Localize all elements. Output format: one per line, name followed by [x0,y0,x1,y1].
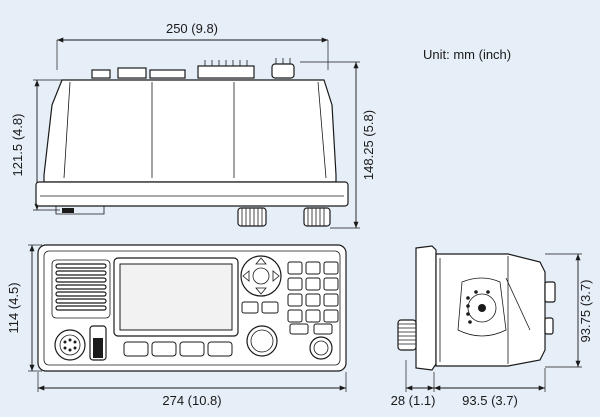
top-total-height-label: 148.25 (5.8) [361,110,376,180]
side-height-label: 93.75 (3.7) [578,280,593,343]
top-knob-right [303,207,331,227]
side-rear-connector-2 [544,317,554,335]
soft-key-4[interactable] [207,341,233,357]
side-view: 93.75 (3.7) 28 (1.1) 93.5 (3.7) [391,245,593,408]
top-bezel [35,181,349,207]
mount-bracket [457,277,507,337]
channel-knob[interactable] [309,336,333,360]
side-body-depth-label: 93.5 (3.7) [462,393,518,408]
small-key-1[interactable] [241,301,259,314]
dpad[interactable] [240,255,282,297]
unit-note: Unit: mm (inch) [423,47,511,62]
top-knob-left [237,207,267,227]
speaker-grille [51,259,111,319]
volume-knob[interactable] [246,325,278,357]
side-rear-connector-1 [544,281,556,303]
key-extra-1[interactable] [289,323,309,335]
key-extra-2[interactable] [313,323,333,335]
side-bezel [415,245,437,371]
soft-key-1[interactable] [123,341,149,357]
mic-connector [54,329,86,361]
side-knob-depth-label: 28 (1.1) [391,393,436,408]
top-width-label: 250 (9.8) [166,21,218,36]
front-view: 114 (4.5) 274 (10.8) [6,244,347,408]
soft-key-3[interactable] [179,341,205,357]
front-height-label: 114 (4.5) [6,282,21,333]
keypad[interactable] [287,261,339,323]
top-body-height-label: 121.5 (4.8) [10,114,25,177]
small-key-2[interactable] [261,301,279,314]
front-width-label: 274 (10.8) [162,393,221,408]
rear-connectors [91,58,295,79]
top-housing [43,79,337,183]
side-knob [397,319,417,351]
top-view: 250 (9.8) 121.5 (4.8) 148.25 (5.8) [10,21,376,229]
side-housing [435,253,546,367]
soft-key-2[interactable] [151,341,177,357]
